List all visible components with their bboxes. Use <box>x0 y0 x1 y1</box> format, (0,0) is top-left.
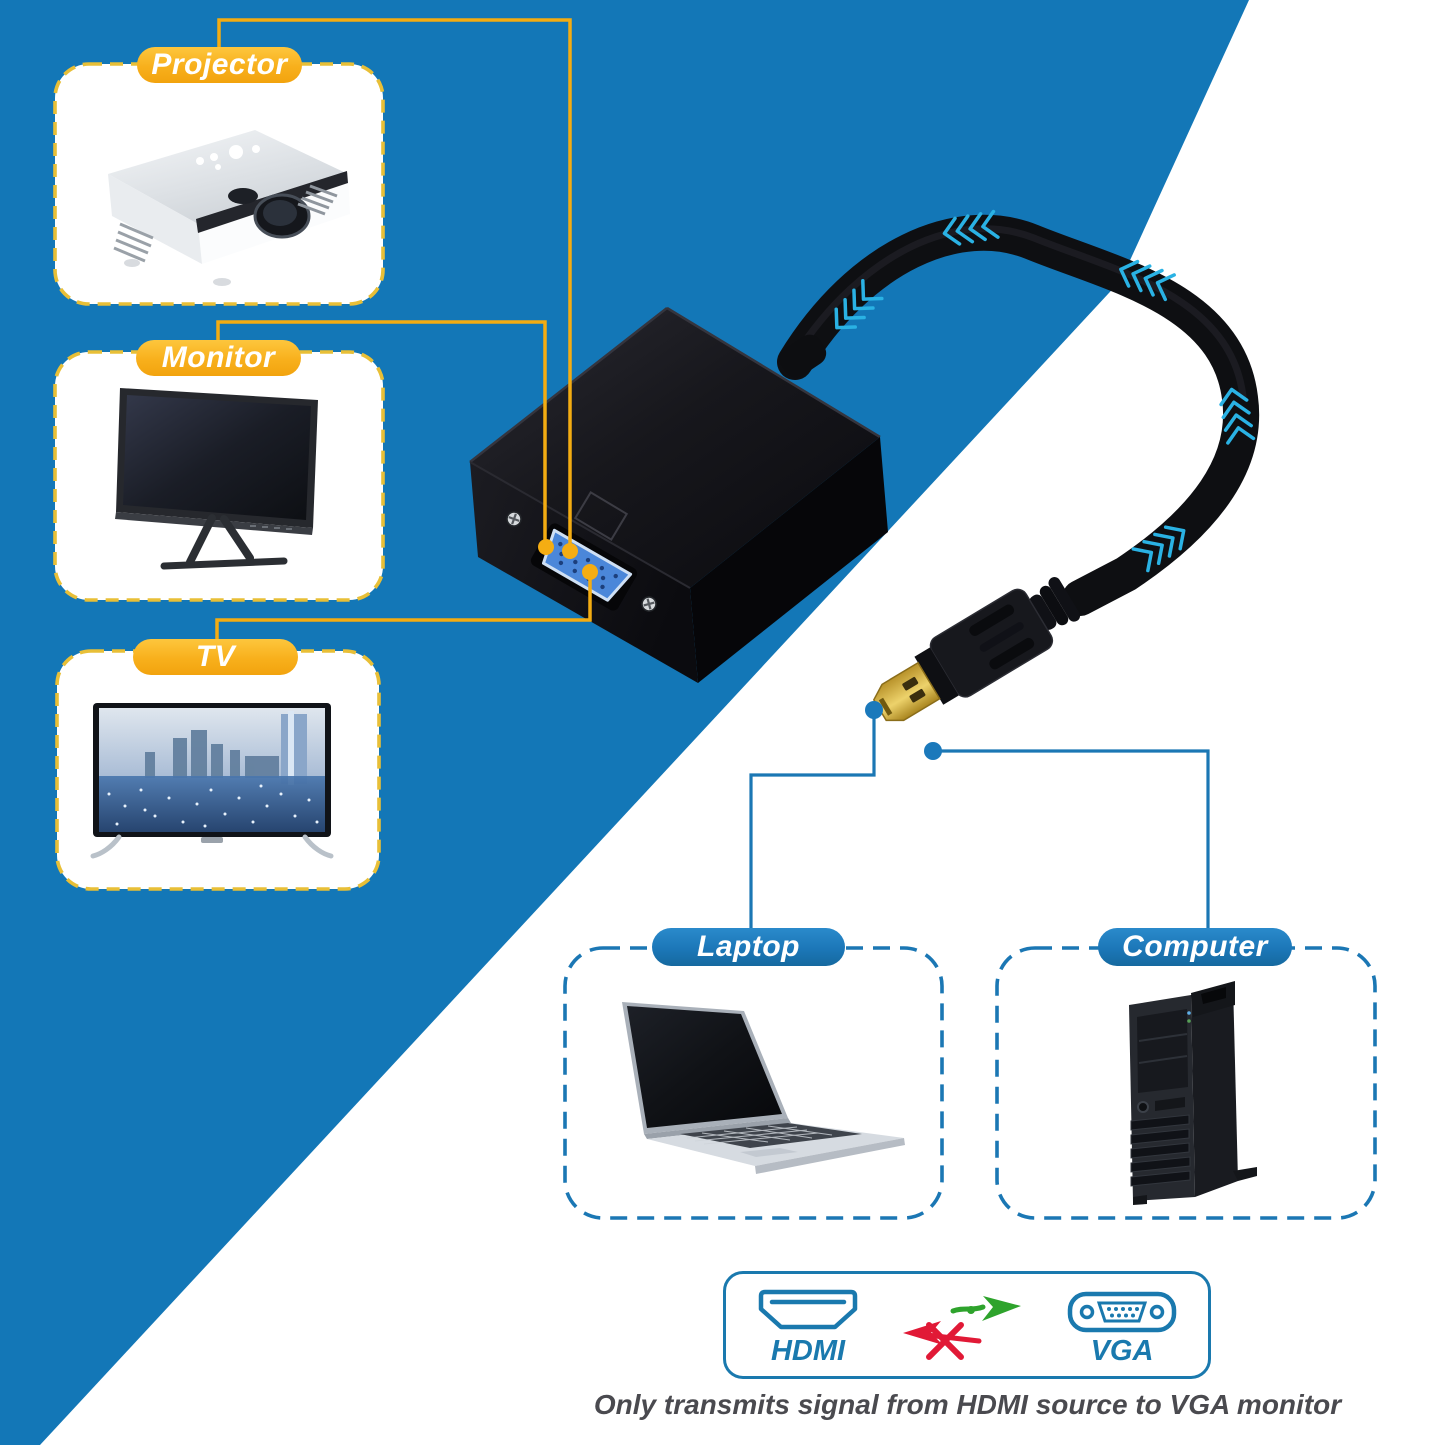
tv-connector-line <box>215 574 592 656</box>
caption-text: Only transmits signal from HDMI source t… <box>593 1389 1342 1420</box>
compatibility-legend-card: HDMI <box>723 1271 1211 1379</box>
projector-image <box>108 130 350 286</box>
label-tv: TV <box>133 639 298 675</box>
hdmi-source-connectors <box>749 712 1210 946</box>
red-left-arrow-crossed-icon <box>903 1321 982 1360</box>
label-computer: Computer <box>1098 928 1292 966</box>
vga-output-connectors <box>215 18 592 656</box>
vga-legend-block: VGA <box>1066 1287 1178 1368</box>
tv-label-text: TV <box>195 640 236 673</box>
green-right-arrow-icon <box>950 1296 1021 1321</box>
monitor-connector-line <box>216 320 547 545</box>
vga-pin-markers <box>538 539 598 580</box>
monitor-label-text: Monitor <box>161 341 276 374</box>
hdmi-male-plug <box>872 577 1081 722</box>
laptop-image <box>622 1002 905 1174</box>
label-laptop: Laptop <box>652 928 845 966</box>
monitor-image <box>115 388 318 570</box>
hdmi-side-marking <box>573 490 629 542</box>
computer-tower-image <box>1129 981 1257 1205</box>
tv-image <box>90 703 334 859</box>
projector-connector-line <box>217 18 572 549</box>
hdmi-legend-block: HDMI <box>756 1287 860 1368</box>
vga-connector-icon <box>1067 1291 1177 1332</box>
hdmi-label: HDMI <box>770 1334 846 1367</box>
hdmi-pin-markers <box>865 701 942 760</box>
one-way-signal-icon <box>899 1285 1027 1369</box>
label-monitor: Monitor <box>136 340 301 376</box>
vga-label: VGA <box>1090 1334 1154 1367</box>
laptop-label-text: Laptop <box>697 930 800 963</box>
computer-label-text: Computer <box>1122 930 1268 963</box>
label-projector: Projector <box>137 47 302 83</box>
projector-label-text: Projector <box>151 48 288 81</box>
computer-connector-line <box>933 749 1210 946</box>
hdmi-connector-icon <box>758 1289 858 1329</box>
laptop-connector-line <box>749 712 876 946</box>
